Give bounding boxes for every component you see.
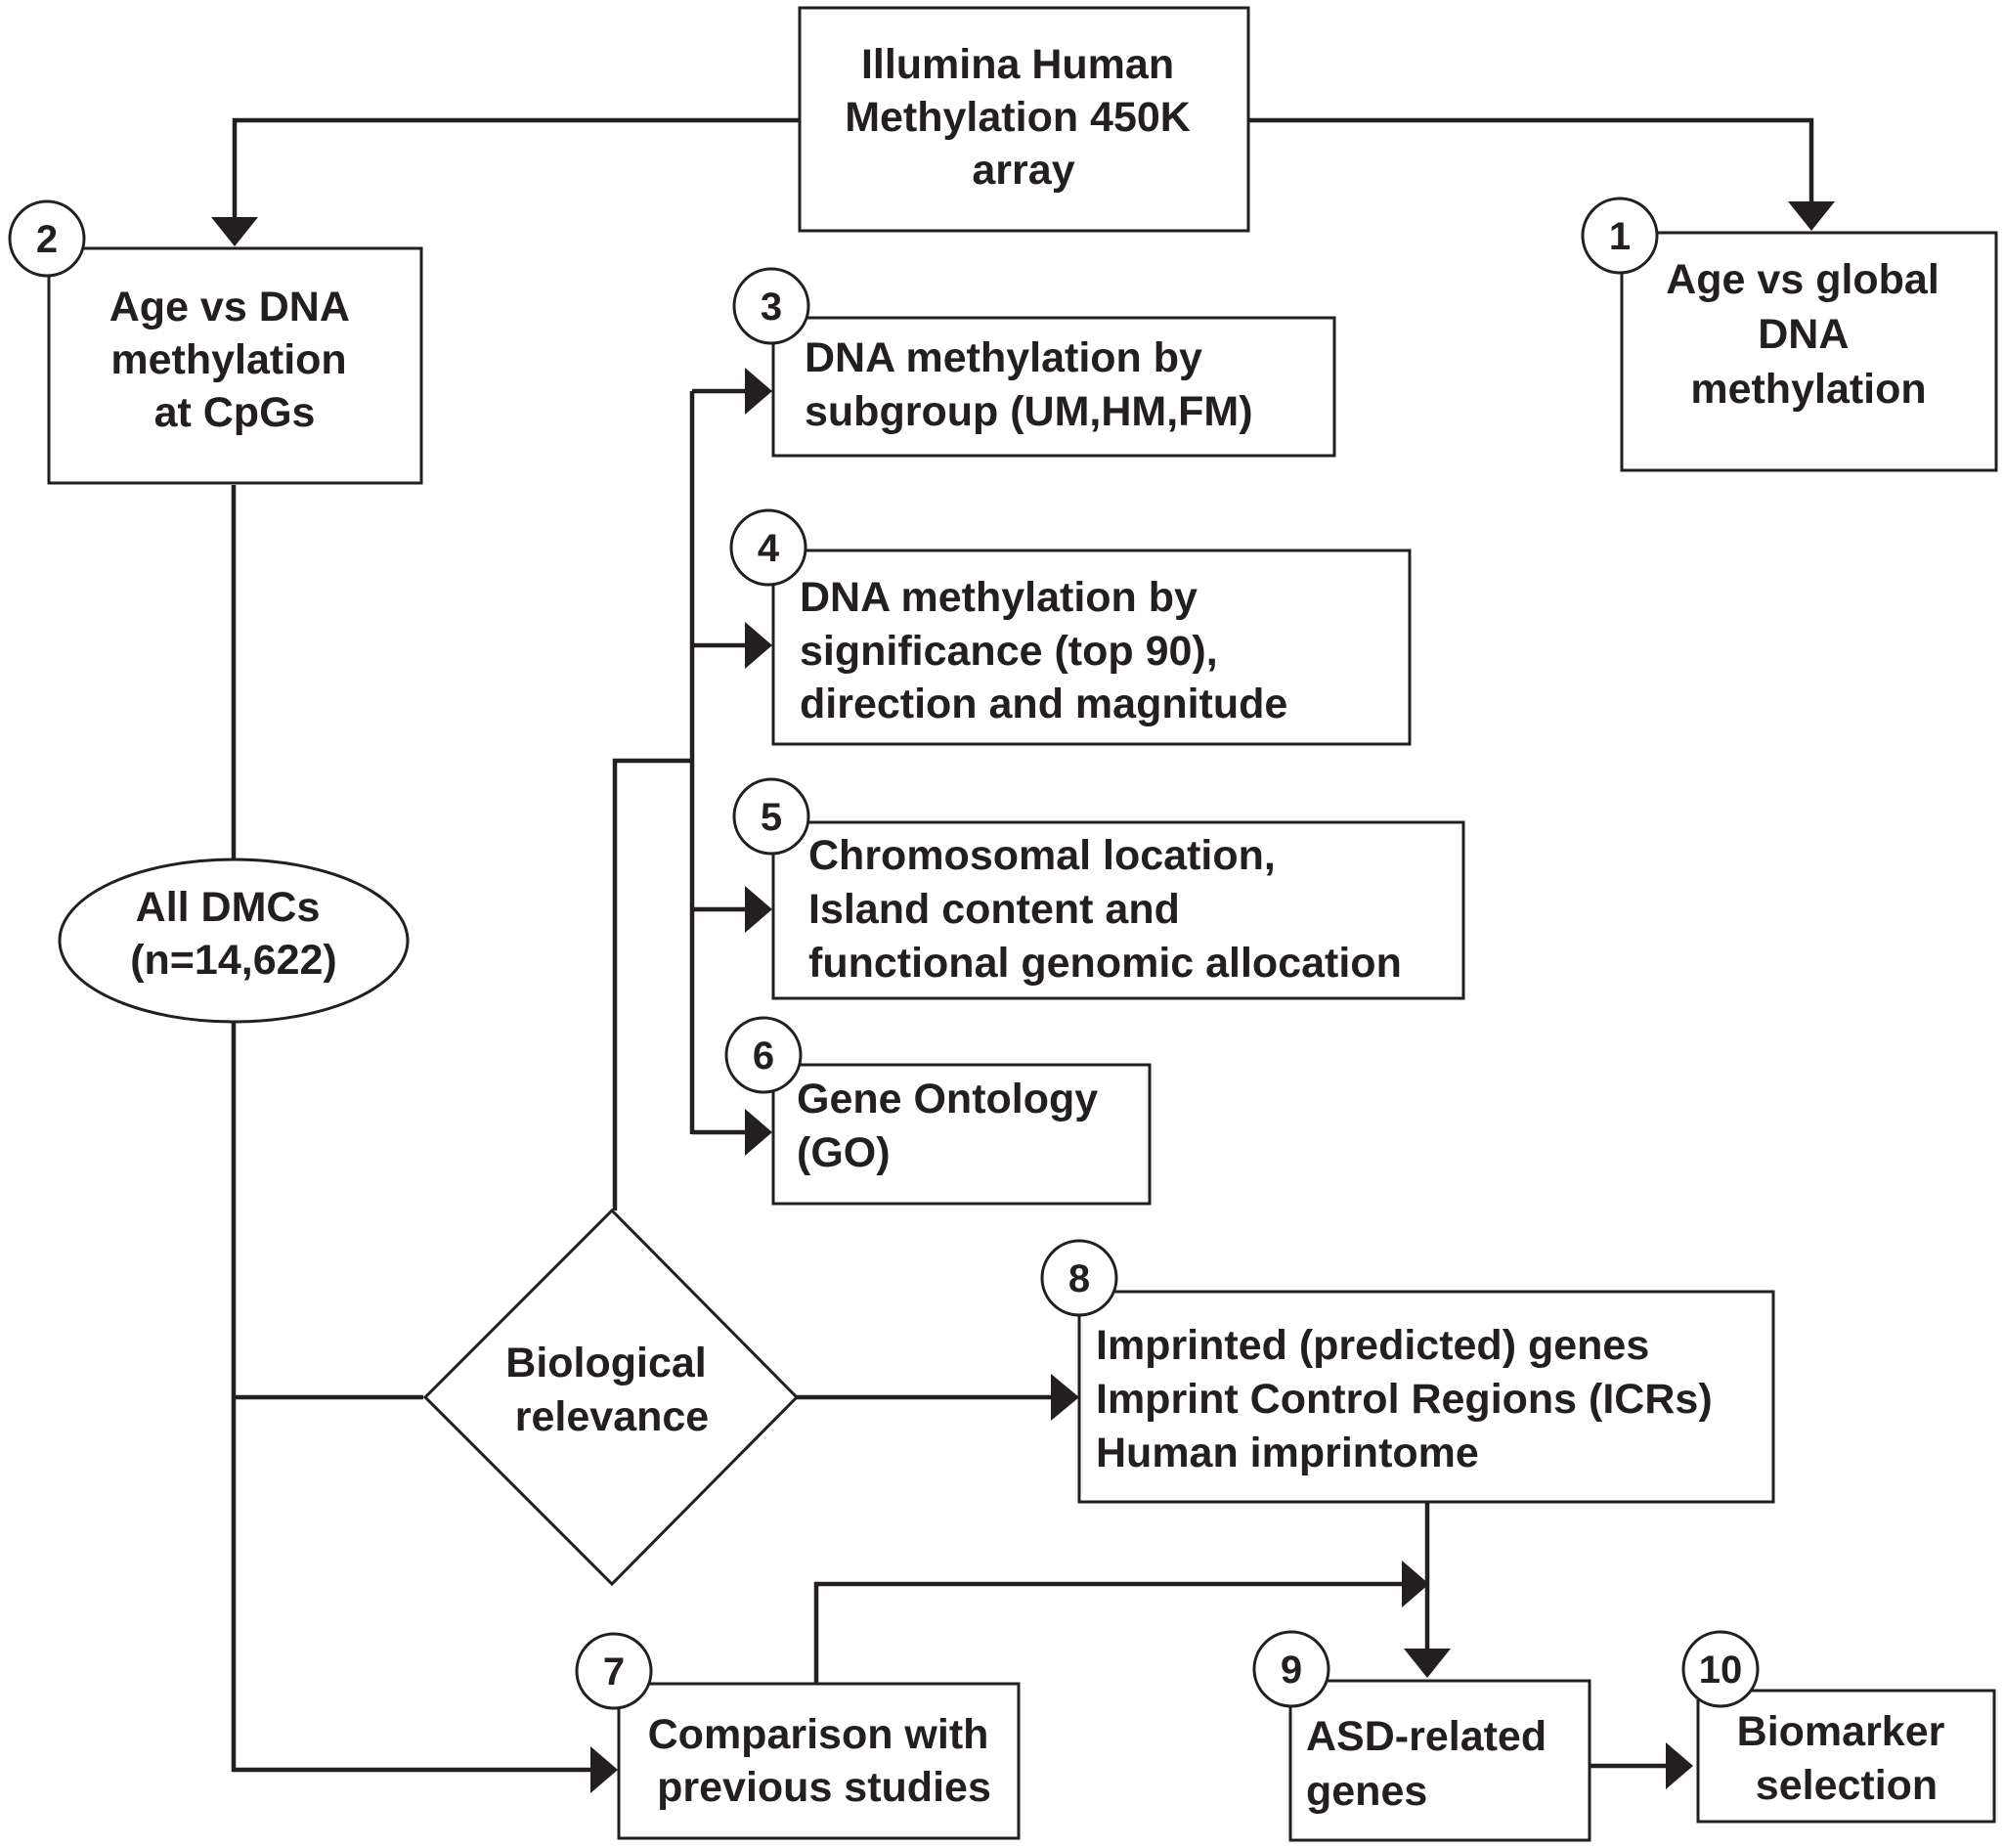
node-2: Age vs DNA methylation at CpGs 2 [8, 199, 423, 485]
node-9-label: ASD-related genes [1306, 1713, 1558, 1815]
node-illumina: Illumina Human Methylation 450K array [798, 6, 1250, 233]
node-4-box [771, 549, 1412, 746]
node-9-number: 9 [1281, 1649, 1302, 1692]
node-8-number: 8 [1068, 1257, 1090, 1300]
arrowhead-to-1 [1788, 201, 1835, 231]
node-6-number: 6 [753, 1034, 774, 1078]
all-dmcs-label: All DMCs (n=14,622) [130, 884, 337, 984]
arrowhead-to-4 [745, 622, 772, 669]
node-10-label: Biomarker selection [1737, 1708, 1957, 1809]
node-7-label: Comparison with previous studies [648, 1711, 1001, 1811]
node-2-label: Age vs DNA methylation at CpGs [109, 284, 360, 436]
connector-7-to-9 [813, 1581, 1408, 1684]
biological-relevance-label: Biological relevance [505, 1340, 718, 1440]
node-5-number-circle [732, 777, 810, 856]
arrowhead-to-7 [590, 1746, 618, 1793]
arrowhead-to-10 [1666, 1742, 1693, 1789]
node-5-box [771, 820, 1465, 1000]
node-2-number-circle [8, 199, 86, 278]
connector-illumina-to-1 [1248, 117, 1814, 207]
node-all-dmcs: All DMCs (n=14,622) [58, 858, 410, 1024]
arrowhead-to-6 [745, 1109, 772, 1156]
illumina-box [798, 6, 1250, 233]
node-6-box [771, 1063, 1152, 1206]
node-4-label: DNA methylation by significance (top 90)… [800, 574, 1287, 727]
node-7: Comparison with previous studies 7 [575, 1632, 1021, 1840]
node-7-number: 7 [603, 1650, 625, 1694]
node-4-number: 4 [758, 527, 780, 570]
arrowhead-7-to-9 [1402, 1561, 1429, 1607]
node-1-number-circle [1581, 197, 1659, 275]
connector-biological-to-branch [612, 758, 692, 1210]
node-8-label: Imprinted (predicted) genes Imprint Cont… [1096, 1322, 1724, 1476]
node-8-box [1077, 1290, 1775, 1504]
node-1-box [1620, 231, 1998, 472]
arrowheads [211, 201, 1835, 1793]
node-7-number-circle [575, 1632, 653, 1710]
node-8: Imprinted (predicted) genes Imprint Cont… [1040, 1239, 1775, 1504]
node-biological-relevance: Biological relevance [422, 1208, 800, 1587]
node-9-box [1288, 1679, 1591, 1842]
connector-dmcs-to-7 [231, 1023, 598, 1773]
biological-relevance-diamond [422, 1208, 800, 1587]
node-3-label: DNA methylation by subgroup (UM,HM,FM) [805, 334, 1253, 435]
node-4: DNA methylation by significance (top 90)… [729, 508, 1412, 746]
node-3-box [771, 316, 1336, 458]
illumina-label: Illumina Human Methylation 450K array [845, 41, 1202, 194]
node-9-number-circle [1252, 1630, 1330, 1708]
node-3-number: 3 [761, 286, 782, 329]
connectors [231, 117, 1814, 1773]
node-1-label: Age vs global DNA methylation [1666, 256, 1951, 413]
arrowhead-to-3 [745, 368, 772, 415]
node-6-number-circle [724, 1016, 803, 1094]
arrowhead-to-2 [211, 217, 258, 246]
node-1: Age vs global DNA methylation 1 [1581, 197, 1998, 472]
node-8-number-circle [1040, 1239, 1118, 1317]
node-5: Chromosomal location, Island content and… [732, 777, 1465, 1000]
arrowhead-to-5 [745, 886, 772, 933]
node-3: DNA methylation by subgroup (UM,HM,FM) 3 [732, 267, 1336, 458]
node-1-number: 1 [1609, 215, 1631, 258]
node-2-number: 2 [36, 218, 58, 261]
node-10-box [1696, 1689, 1996, 1824]
arrowhead-to-9 [1404, 1649, 1451, 1678]
node-10-number: 10 [1699, 1649, 1743, 1692]
connector-illumina-to-2 [232, 117, 800, 223]
arrowhead-to-8 [1051, 1374, 1079, 1421]
node-10: Biomarker selection 10 [1681, 1630, 1996, 1824]
node-6-label: Gene Ontology (GO) [797, 1076, 1110, 1176]
node-3-number-circle [732, 267, 810, 345]
node-7-box [617, 1682, 1021, 1840]
node-5-number: 5 [761, 796, 782, 839]
all-dmcs-ellipse [58, 858, 410, 1024]
node-2-box [47, 246, 423, 485]
node-4-number-circle [729, 508, 807, 587]
node-9: ASD-related genes 9 [1252, 1630, 1591, 1842]
node-6: Gene Ontology (GO) 6 [724, 1016, 1152, 1206]
node-10-number-circle [1681, 1630, 1760, 1708]
node-5-label: Chromosomal location, Island content and… [808, 832, 1402, 987]
